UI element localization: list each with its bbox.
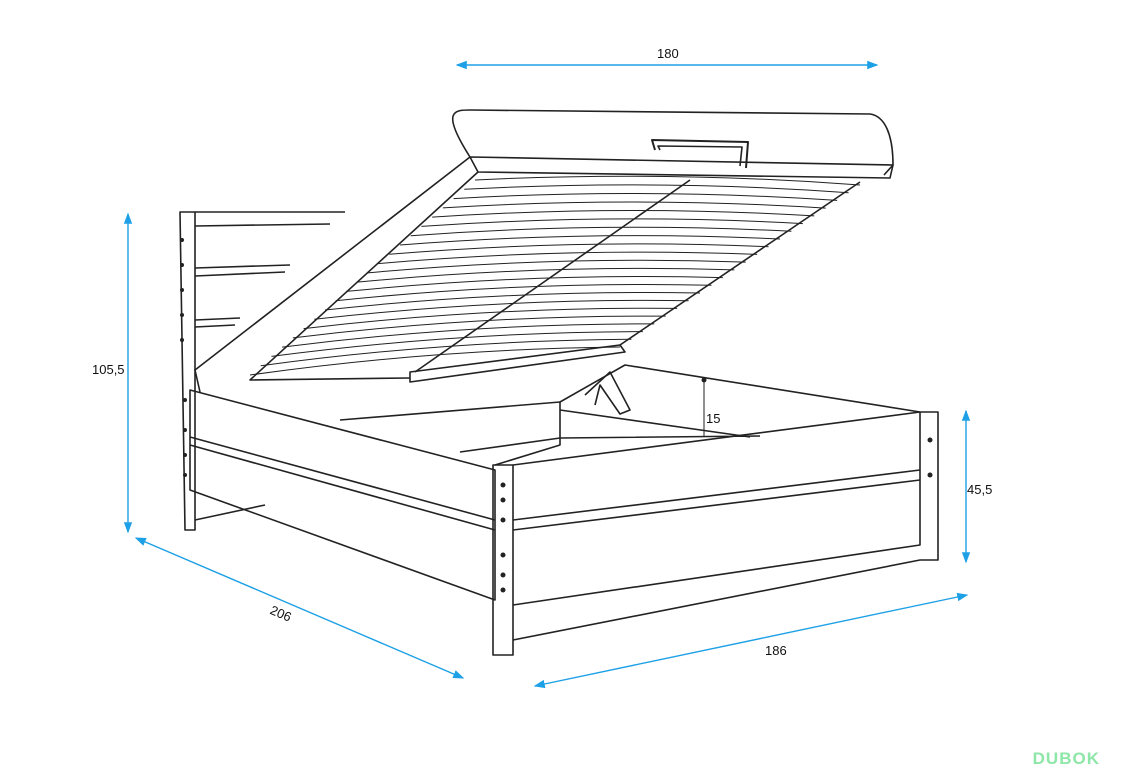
- slat: [346, 276, 723, 292]
- slat: [442, 201, 826, 209]
- slat: [303, 307, 678, 330]
- dim-total-height: 105,5: [92, 362, 125, 377]
- frame: [189, 364, 939, 656]
- slat: [389, 243, 769, 255]
- slat: [292, 315, 666, 339]
- lid: [194, 109, 894, 393]
- slat: [260, 338, 632, 367]
- slat: [324, 291, 701, 311]
- slat: [271, 331, 643, 357]
- headboard: [179, 211, 345, 531]
- bolts: [180, 238, 933, 593]
- slat: [282, 323, 655, 348]
- slat: [474, 175, 861, 186]
- slat: [314, 299, 689, 320]
- dim-line-206: [134, 537, 465, 679]
- slat: [421, 218, 803, 227]
- slat: [399, 235, 781, 246]
- dim-width: 186: [765, 643, 787, 658]
- slat: [464, 184, 849, 194]
- slat: [367, 259, 746, 274]
- dim-side-height: 45,5: [967, 482, 993, 497]
- slat: [249, 346, 621, 376]
- slat: [335, 284, 712, 302]
- slat: [410, 226, 792, 237]
- dim-storage-depth: 15: [706, 411, 721, 426]
- logo: DUBOK: [1032, 749, 1100, 768]
- dim-inner-width: 180: [657, 46, 679, 61]
- storage-depth-marker: [701, 377, 707, 437]
- slat: [357, 267, 735, 283]
- slat: [378, 251, 758, 265]
- dimension-lines: [123, 60, 971, 689]
- slats: [249, 175, 861, 376]
- slat: [432, 209, 815, 218]
- dim-line-186: [533, 592, 969, 689]
- slat: [453, 192, 838, 201]
